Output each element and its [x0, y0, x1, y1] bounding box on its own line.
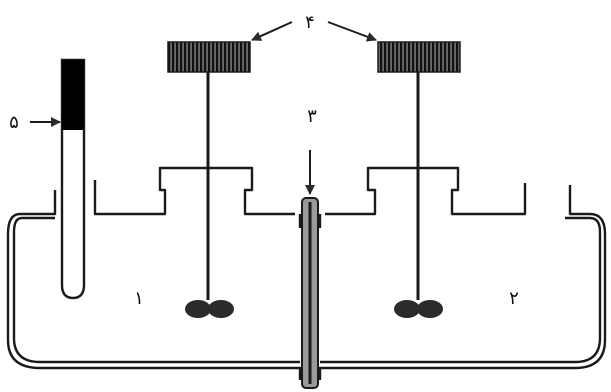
vessel-inner-wall [12, 216, 602, 364]
vessel-outline [6, 185, 607, 380]
impeller-right-a [394, 300, 420, 318]
label-chamber-right: ۲ [509, 288, 519, 309]
label-membrane: ۳ [307, 106, 317, 127]
impeller-left-b [208, 300, 234, 318]
impeller-right-b [417, 300, 443, 318]
label-chamber-left: ۱ [134, 288, 144, 309]
label-stirrers: ۴ [305, 12, 315, 33]
motor-right [377, 41, 461, 73]
impeller-left-a [185, 300, 211, 318]
arrow-stirrer-right [327, 21, 377, 42]
motor-left [167, 41, 251, 73]
label-electrode: ۵ [9, 112, 19, 133]
vessel-rim-right [325, 166, 527, 216]
vessel-rim-left [93, 166, 295, 216]
electrode-tip [62, 60, 84, 130]
arrow-stirrer-left [251, 21, 293, 41]
